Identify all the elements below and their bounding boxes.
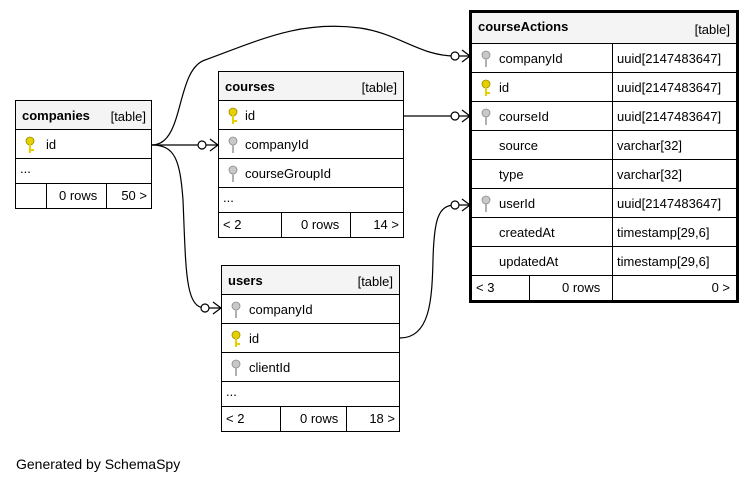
- column-type: varchar[32]: [612, 131, 682, 159]
- parents-link[interactable]: < 2: [226, 411, 245, 426]
- table-footer: < 3 0 rows 0 >: [472, 276, 736, 300]
- children-link[interactable]: 14 >: [373, 217, 399, 232]
- column-row[interactable]: type varchar[32]: [472, 160, 736, 189]
- column-name: source: [499, 138, 539, 153]
- column-row[interactable]: courseGroupId: [219, 159, 403, 188]
- column-name: userId: [499, 196, 536, 211]
- column-name: updatedAt: [499, 254, 559, 269]
- column-row[interactable]: companyId: [222, 295, 399, 324]
- table-courseactions[interactable]: courseActions [table] companyId uuid[214…: [469, 10, 739, 303]
- table-footer: < 2 0 rows 18 >: [222, 407, 399, 431]
- column-row[interactable]: createdAt timestamp[29,6]: [472, 218, 736, 247]
- column-row[interactable]: source varchar[32]: [472, 131, 736, 160]
- table-courses[interactable]: courses [table] id companyId courseGroup…: [218, 71, 404, 238]
- children-link[interactable]: 50 >: [121, 188, 147, 203]
- table-footer: 0 rows 50 >: [16, 184, 151, 208]
- table-kind: [table]: [361, 80, 397, 95]
- more-columns: ...: [219, 188, 403, 213]
- foreign-key-icon: [230, 359, 242, 377]
- column-type: uuid[2147483647]: [612, 44, 721, 72]
- column-type: uuid[2147483647]: [612, 189, 721, 217]
- table-footer: < 2 0 rows 14 >: [219, 213, 403, 237]
- column-name: type: [499, 167, 524, 182]
- column-row[interactable]: clientId: [222, 353, 399, 382]
- rel-companies-users: [151, 144, 221, 309]
- column-name: id: [46, 137, 57, 152]
- rows-count: 0 rows: [301, 217, 340, 232]
- primary-key-icon: [227, 107, 239, 125]
- table-header: companies [table]: [16, 101, 151, 130]
- column-name: companyId: [245, 137, 309, 152]
- column-row[interactable]: companyId uuid[2147483647]: [472, 44, 736, 73]
- primary-key-icon: [230, 330, 242, 348]
- foreign-key-icon: [230, 301, 242, 319]
- column-name: courseId: [499, 109, 549, 124]
- column-name: id: [499, 80, 510, 95]
- table-header: courses [table]: [219, 72, 403, 101]
- table-kind: [table]: [110, 109, 146, 124]
- column-name: companyId: [249, 302, 313, 317]
- generated-by-label: Generated by SchemaSpy: [16, 456, 181, 472]
- column-row[interactable]: id: [219, 101, 403, 130]
- children-link[interactable]: 0 >: [711, 280, 730, 295]
- column-name: companyId: [499, 51, 563, 66]
- column-row[interactable]: id uuid[2147483647]: [472, 73, 736, 102]
- foreign-key-icon: [227, 136, 239, 154]
- column-name: createdAt: [499, 225, 555, 240]
- table-companies[interactable]: companies [table] id ... 0 rows 50 >: [15, 100, 152, 209]
- foreign-key-icon: [480, 50, 492, 68]
- parents-link[interactable]: < 2: [223, 217, 242, 232]
- column-type: timestamp[29,6]: [612, 247, 710, 275]
- column-name: courseGroupId: [245, 166, 331, 181]
- rel-users-courseactions: [399, 204, 470, 339]
- table-users[interactable]: users [table] companyId id clientId ... …: [221, 265, 400, 432]
- table-header: courseActions [table]: [472, 13, 736, 44]
- column-row[interactable]: id: [222, 324, 399, 353]
- more-columns: ...: [16, 159, 151, 184]
- column-row[interactable]: courseId uuid[2147483647]: [472, 102, 736, 131]
- column-row[interactable]: id: [16, 130, 151, 159]
- table-name: companies: [22, 108, 90, 123]
- table-header: users [table]: [222, 266, 399, 295]
- table-name: courseActions: [478, 19, 569, 34]
- table-name: courses: [225, 79, 275, 94]
- table-kind: [table]: [357, 274, 393, 289]
- column-type: uuid[2147483647]: [612, 102, 721, 130]
- rel-companies-courseactions: [151, 25, 470, 146]
- primary-key-icon: [480, 79, 492, 97]
- column-row[interactable]: companyId: [219, 130, 403, 159]
- column-name: clientId: [249, 360, 291, 375]
- column-type: timestamp[29,6]: [612, 218, 710, 246]
- column-row[interactable]: updatedAt timestamp[29,6]: [472, 247, 736, 276]
- column-row[interactable]: userId uuid[2147483647]: [472, 189, 736, 218]
- parents-link[interactable]: < 3: [476, 280, 495, 295]
- table-kind: [table]: [694, 22, 730, 37]
- foreign-key-icon: [480, 195, 492, 213]
- more-columns: ...: [222, 382, 399, 407]
- rows-count: 0 rows: [300, 411, 339, 426]
- column-name: id: [249, 331, 260, 346]
- foreign-key-icon: [480, 108, 492, 126]
- rows-count: 0 rows: [59, 188, 98, 203]
- children-link[interactable]: 18 >: [369, 411, 395, 426]
- rows-count: 0 rows: [562, 280, 601, 295]
- primary-key-icon: [24, 136, 36, 154]
- column-name: id: [245, 108, 256, 123]
- foreign-key-icon: [227, 165, 239, 183]
- column-type: varchar[32]: [612, 160, 682, 188]
- column-type: uuid[2147483647]: [612, 73, 721, 101]
- table-name: users: [228, 273, 263, 288]
